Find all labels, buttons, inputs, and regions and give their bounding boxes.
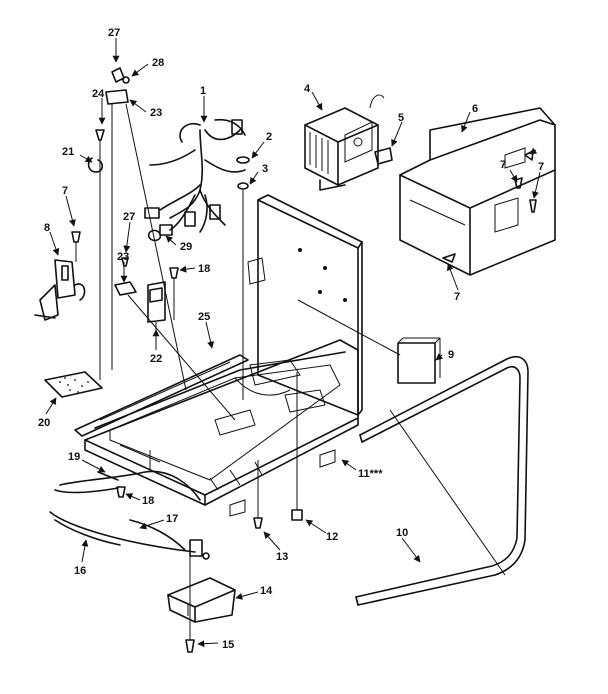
- callout-29: 29: [180, 241, 192, 253]
- rear-cover: [399, 107, 556, 276]
- callout-3: 3: [262, 163, 268, 175]
- leader-lines: [45, 38, 541, 648]
- wire-harness: [144, 118, 246, 236]
- callout-6: 6: [472, 103, 478, 115]
- callout-10: 10: [396, 527, 408, 539]
- callout-14: 14: [260, 585, 273, 597]
- callout-1: 1: [200, 85, 206, 97]
- callout-20: 20: [38, 417, 50, 429]
- callout-5: 5: [398, 112, 404, 124]
- callout-22: 22: [150, 353, 162, 365]
- callout-11: 11***: [358, 468, 383, 480]
- switch-components: [114, 229, 236, 421]
- callout-4: 4: [304, 83, 311, 95]
- washers: [236, 156, 250, 400]
- grommet: [374, 147, 393, 165]
- callout-28: 28: [152, 57, 164, 69]
- back-panel: [247, 194, 363, 416]
- callout-18-bottom: 18: [142, 495, 154, 507]
- callout-17: 17: [166, 513, 178, 525]
- callout-7-cover-mid: 7: [500, 159, 506, 171]
- burner-box: [167, 555, 236, 653]
- callout-7-cover-right: 7: [538, 161, 544, 173]
- callout-7-left: 7: [62, 185, 68, 197]
- callout-16: 16: [74, 565, 86, 577]
- callout-19: 19: [68, 451, 80, 463]
- callout-9: 9: [448, 349, 454, 361]
- callout-8: 8: [44, 222, 50, 234]
- transformer: [304, 94, 385, 191]
- cover-screws: [442, 150, 537, 263]
- callout-24: 24: [92, 88, 105, 100]
- callout-13: 13: [276, 551, 288, 563]
- top-clips: [105, 67, 187, 391]
- callout-23-top: 23: [150, 107, 162, 119]
- burner-bracket: [34, 231, 86, 321]
- wire-assemblies: [49, 470, 210, 560]
- callout-labels: 27 28 24 23 1 21 2 3 4 5 6 7 8 27 29 23 …: [38, 27, 544, 651]
- callout-25: 25: [198, 311, 210, 323]
- callout-27-top: 27: [108, 27, 120, 39]
- screw-and-clip: [87, 129, 105, 380]
- insulation-block: [397, 337, 441, 384]
- callout-27-mid: 27: [123, 211, 135, 223]
- callout-18-mid: 18: [198, 263, 210, 275]
- callout-2: 2: [266, 131, 272, 143]
- callout-15: 15: [222, 639, 234, 651]
- base-screws: [253, 372, 303, 529]
- callout-7-cover-bottom: 7: [454, 291, 460, 303]
- misc-screws: [97, 471, 126, 498]
- door-gasket: [355, 356, 529, 606]
- insulation-pad: [44, 371, 103, 398]
- callout-21: 21: [62, 146, 74, 158]
- callout-23-mid: 23: [117, 251, 129, 263]
- callout-12: 12: [326, 531, 338, 543]
